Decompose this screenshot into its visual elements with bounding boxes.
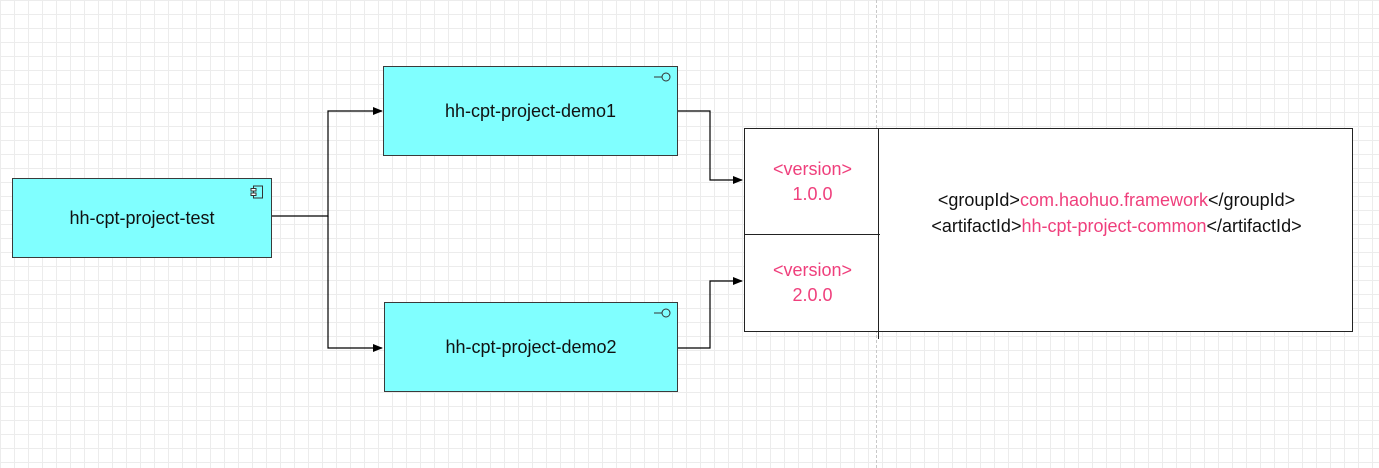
- artifact-coordinates[interactable]: <groupId>com.haohuo.framework</groupId> …: [881, 187, 1352, 239]
- edge-demo1-to-version1: [678, 110, 743, 184]
- group-id-value: com.haohuo.framework: [1019, 190, 1209, 210]
- node-label: hh-cpt-project-demo2: [445, 336, 617, 357]
- artifact-open-tag: <artifactId>: [931, 216, 1022, 236]
- artifact-close-tag: </artifactId>: [1206, 216, 1302, 236]
- node-hh-cpt-project-test[interactable]: hh-cpt-project-test: [12, 178, 272, 258]
- artifact-id-value: hh-cpt-project-common: [1021, 216, 1207, 236]
- edge-test-to-demo2: [327, 216, 383, 352]
- interface-lollipop-icon: [654, 72, 671, 82]
- version-value: 1.0.0: [792, 183, 833, 204]
- version-cell-1[interactable]: <version> 1.0.0: [745, 129, 880, 235]
- edge-test-to-demo1: [272, 107, 383, 217]
- node-label: hh-cpt-project-demo1: [444, 100, 617, 121]
- edge-demo2-to-version2: [678, 277, 743, 349]
- node-hh-cpt-project-demo1[interactable]: hh-cpt-project-demo1: [383, 66, 678, 156]
- version-tag: <version>: [772, 158, 853, 179]
- column-divider: [878, 129, 879, 339]
- version-cell-2[interactable]: <version> 2.0.0: [745, 235, 880, 331]
- artifact-table[interactable]: <version> 1.0.0 <version> 2.0.0 <groupId…: [744, 128, 1353, 339]
- node-label: hh-cpt-project-test: [69, 207, 215, 228]
- version-value: 2.0.0: [792, 285, 833, 305]
- version-tag: <version>: [772, 260, 853, 280]
- node-hh-cpt-project-demo2[interactable]: hh-cpt-project-demo2: [384, 302, 678, 392]
- artifact-id-line: <artifactId>hh-cpt-project-common</artif…: [881, 213, 1352, 239]
- interface-lollipop-icon: [654, 308, 671, 318]
- component-icon: [250, 185, 263, 199]
- group-open-tag: <groupId>: [937, 190, 1020, 210]
- group-id-line: <groupId>com.haohuo.framework</groupId>: [881, 187, 1352, 213]
- group-close-tag: </groupId>: [1208, 190, 1296, 210]
